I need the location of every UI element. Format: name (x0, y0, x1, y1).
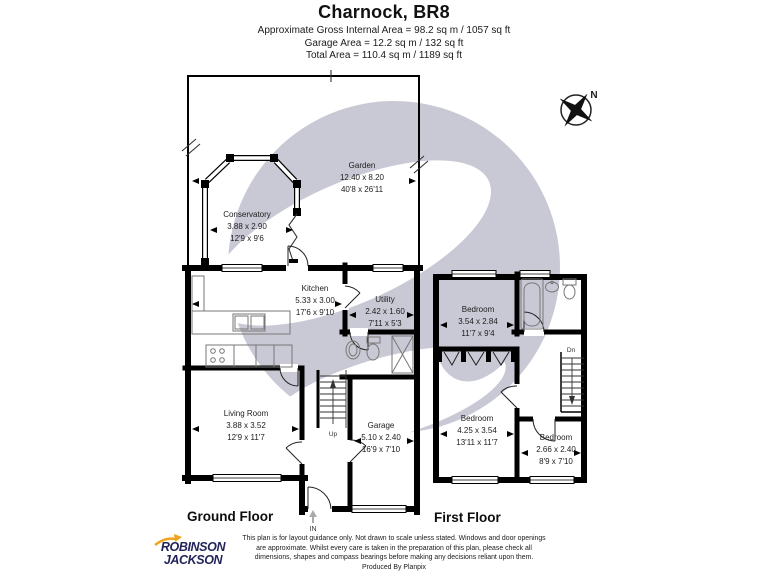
entrance-arrow: IN (309, 510, 317, 533)
svg-text:Garage: Garage (368, 421, 395, 430)
svg-text:3.88 x 2.90: 3.88 x 2.90 (227, 222, 267, 231)
svg-text:5.10 x 2.40: 5.10 x 2.40 (361, 433, 401, 442)
svg-text:5.33 x 3.00: 5.33 x 3.00 (295, 296, 335, 305)
ground-windows (212, 264, 407, 513)
robinson-jackson-logo: ROBINSON JACKSON (153, 534, 233, 567)
logo-line-robinson: ROBINSON (160, 540, 226, 554)
svg-text:2.66 x 2.40: 2.66 x 2.40 (536, 445, 576, 454)
stairs-up: Up (316, 370, 347, 438)
svg-text:Bedroom: Bedroom (540, 433, 573, 442)
garage-area: Garage Area = 12.2 sq m / 132 sq ft (304, 37, 464, 49)
svg-text:12'9 x 11'7: 12'9 x 11'7 (227, 433, 265, 442)
first-floor-caption: First Floor (434, 510, 501, 525)
wc-fixtures (345, 335, 414, 374)
kitchen-fixtures (191, 275, 293, 368)
disclaimer-line: This plan is for layout guidance only. N… (242, 535, 546, 542)
svg-text:Garden: Garden (349, 161, 376, 170)
logo-line-jackson: JACKSON (163, 553, 223, 567)
svg-text:3.54 x 2.84: 3.54 x 2.84 (458, 317, 498, 326)
svg-text:Utility: Utility (375, 295, 395, 304)
svg-text:3.88 x 3.52: 3.88 x 3.52 (226, 421, 266, 430)
ground-doors (279, 245, 369, 513)
compass-rose: N (559, 90, 598, 127)
entrance-label: IN (310, 526, 317, 533)
svg-text:7'11 x 5'3: 7'11 x 5'3 (368, 319, 402, 328)
area-summary: Approximate Gross Internal Area = 98.2 s… (0, 25, 768, 63)
room-label-garage: Garage 5.10 x 2.40 16'9 x 7'10 (361, 421, 401, 454)
ground-floor-plan: Up IN Garden 12.40 x 8.20 40'8 x 26'11 C… (181, 70, 429, 533)
svg-text:16'9 x 7'10: 16'9 x 7'10 (362, 445, 401, 454)
room-label-garden: Garden 12.40 x 8.20 40'8 x 26'11 (340, 161, 385, 194)
svg-text:11'7 x 9'4: 11'7 x 9'4 (461, 329, 495, 338)
gross-internal-area: Approximate Gross Internal Area = 98.2 s… (257, 25, 511, 36)
svg-text:4.25 x 3.54: 4.25 x 3.54 (457, 426, 497, 435)
stairs-down-label: Dn (567, 347, 576, 354)
svg-text:Conservatory: Conservatory (223, 210, 271, 219)
room-label-bedroom-main: Bedroom 4.25 x 3.54 13'11 x 11'7 (456, 414, 498, 447)
disclaimer-line: dimensions, shapes and compass bearings … (254, 554, 534, 562)
svg-text:40'8 x 26'11: 40'8 x 26'11 (341, 185, 384, 194)
room-label-utility: Utility 2.42 x 1.60 7'11 x 5'3 (365, 295, 405, 328)
stairs-down: Dn (560, 347, 584, 413)
svg-text:2.42 x 1.60: 2.42 x 1.60 (365, 307, 405, 316)
logo-arrow-icon (154, 534, 182, 546)
first-floor-plan: Dn Bedroom 3.54 x 2.84 11'7 x 9'4 Bedroo… (433, 270, 587, 484)
bathroom-fixtures (520, 278, 577, 330)
svg-text:Bedroom: Bedroom (462, 305, 495, 314)
wardrobes (437, 351, 516, 367)
svg-text:12.40 x 8.20: 12.40 x 8.20 (340, 173, 385, 182)
disclaimer-line: are approximate. Whilst every care is ta… (256, 544, 532, 552)
room-label-living-room: Living Room 3.88 x 3.52 12'9 x 11'7 (224, 409, 269, 442)
first-windows (451, 270, 575, 484)
svg-text:17'6 x 9'10: 17'6 x 9'10 (296, 308, 335, 317)
room-label-bedroom-front: Bedroom 3.54 x 2.84 11'7 x 9'4 (458, 305, 498, 338)
svg-text:12'9 x 9'6: 12'9 x 9'6 (230, 234, 264, 243)
svg-text:Living Room: Living Room (224, 409, 269, 418)
disclaimer-line: Produced By Planpix (362, 563, 426, 571)
total-area: Total Area = 110.4 sq m / 1189 sq ft (305, 50, 463, 62)
svg-text:8'9 x 7'10: 8'9 x 7'10 (539, 457, 573, 466)
svg-text:Kitchen: Kitchen (302, 284, 329, 293)
svg-text:Bedroom: Bedroom (461, 414, 494, 423)
compass-north-label: N (590, 90, 597, 101)
page-title: Charnock, BR8 (318, 2, 450, 22)
disclaimer-text: This plan is for layout guidance only. N… (226, 534, 562, 572)
stairs-up-label: Up (329, 431, 338, 438)
svg-text:13'11 x 11'7: 13'11 x 11'7 (456, 438, 498, 447)
room-label-kitchen: Kitchen 5.33 x 3.00 17'6 x 9'10 (295, 284, 335, 317)
room-label-bedroom-small: Bedroom 2.66 x 2.40 8'9 x 7'10 (536, 433, 576, 466)
ground-floor-caption: Ground Floor (187, 509, 274, 524)
room-label-conservatory: Conservatory 3.88 x 2.90 12'9 x 9'6 (223, 210, 271, 243)
